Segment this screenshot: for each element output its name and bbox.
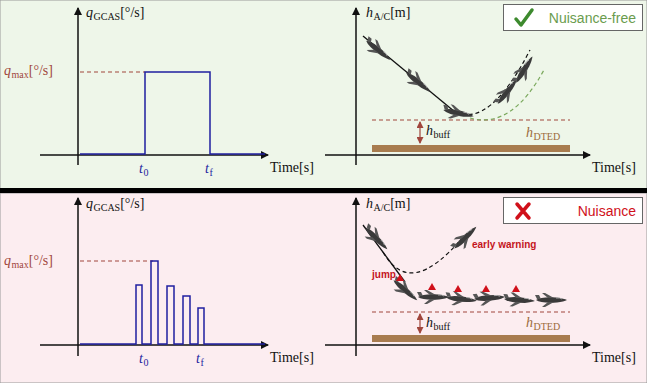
subscript: A/C [374, 12, 391, 22]
axis-label: q [86, 6, 93, 20]
subscript: 0 [143, 358, 148, 368]
subscript: GCAS [94, 12, 121, 22]
status-box: Nuisance [503, 197, 643, 224]
subscript: DTED [534, 322, 561, 332]
axis-label: h [426, 316, 433, 330]
subscript: buff [434, 322, 450, 332]
axis-label: h [526, 126, 533, 140]
annotation: jump [372, 270, 396, 280]
axis-label: Time[s] [270, 351, 314, 365]
subscript: A/C [374, 203, 391, 213]
annotation: early warning [472, 240, 536, 250]
status-text: Nuisance-free [549, 11, 636, 25]
subscript: max [12, 260, 29, 270]
axis-label: [°/s] [29, 254, 53, 268]
axis-label: t [205, 162, 209, 176]
axis-label: Time[s] [592, 351, 636, 365]
axis-label: Time[s] [592, 161, 636, 175]
axis-label: [°/s] [120, 6, 144, 20]
axis-label: [m] [390, 6, 410, 20]
axis-label: q [4, 254, 11, 268]
subscript: DTED [534, 132, 561, 142]
axis-label: q [86, 197, 93, 211]
subscript: 0 [143, 168, 148, 178]
axis-label: t [139, 352, 143, 366]
subscript: f [209, 168, 212, 178]
status-box: Nuisance-free [503, 4, 643, 31]
axis-label: h [366, 6, 373, 20]
axis-label: [°/s] [29, 64, 53, 78]
axis-label: t [196, 352, 200, 366]
axis-label: Time[s] [270, 161, 314, 175]
axis-label: t [139, 162, 143, 176]
axis-label: h [366, 197, 373, 211]
axis-label: q [4, 64, 11, 78]
status-text: Nuisance [578, 204, 636, 218]
subscript: GCAS [94, 203, 121, 213]
axis-label: h [526, 316, 533, 330]
subscript: buff [434, 130, 450, 140]
subscript: max [12, 70, 29, 80]
axis-label: [m] [390, 197, 410, 211]
status-icon [510, 6, 536, 30]
axis-label: [°/s] [120, 197, 144, 211]
subscript: f [200, 358, 203, 368]
axis-label: h [426, 124, 433, 138]
status-icon [510, 199, 536, 223]
